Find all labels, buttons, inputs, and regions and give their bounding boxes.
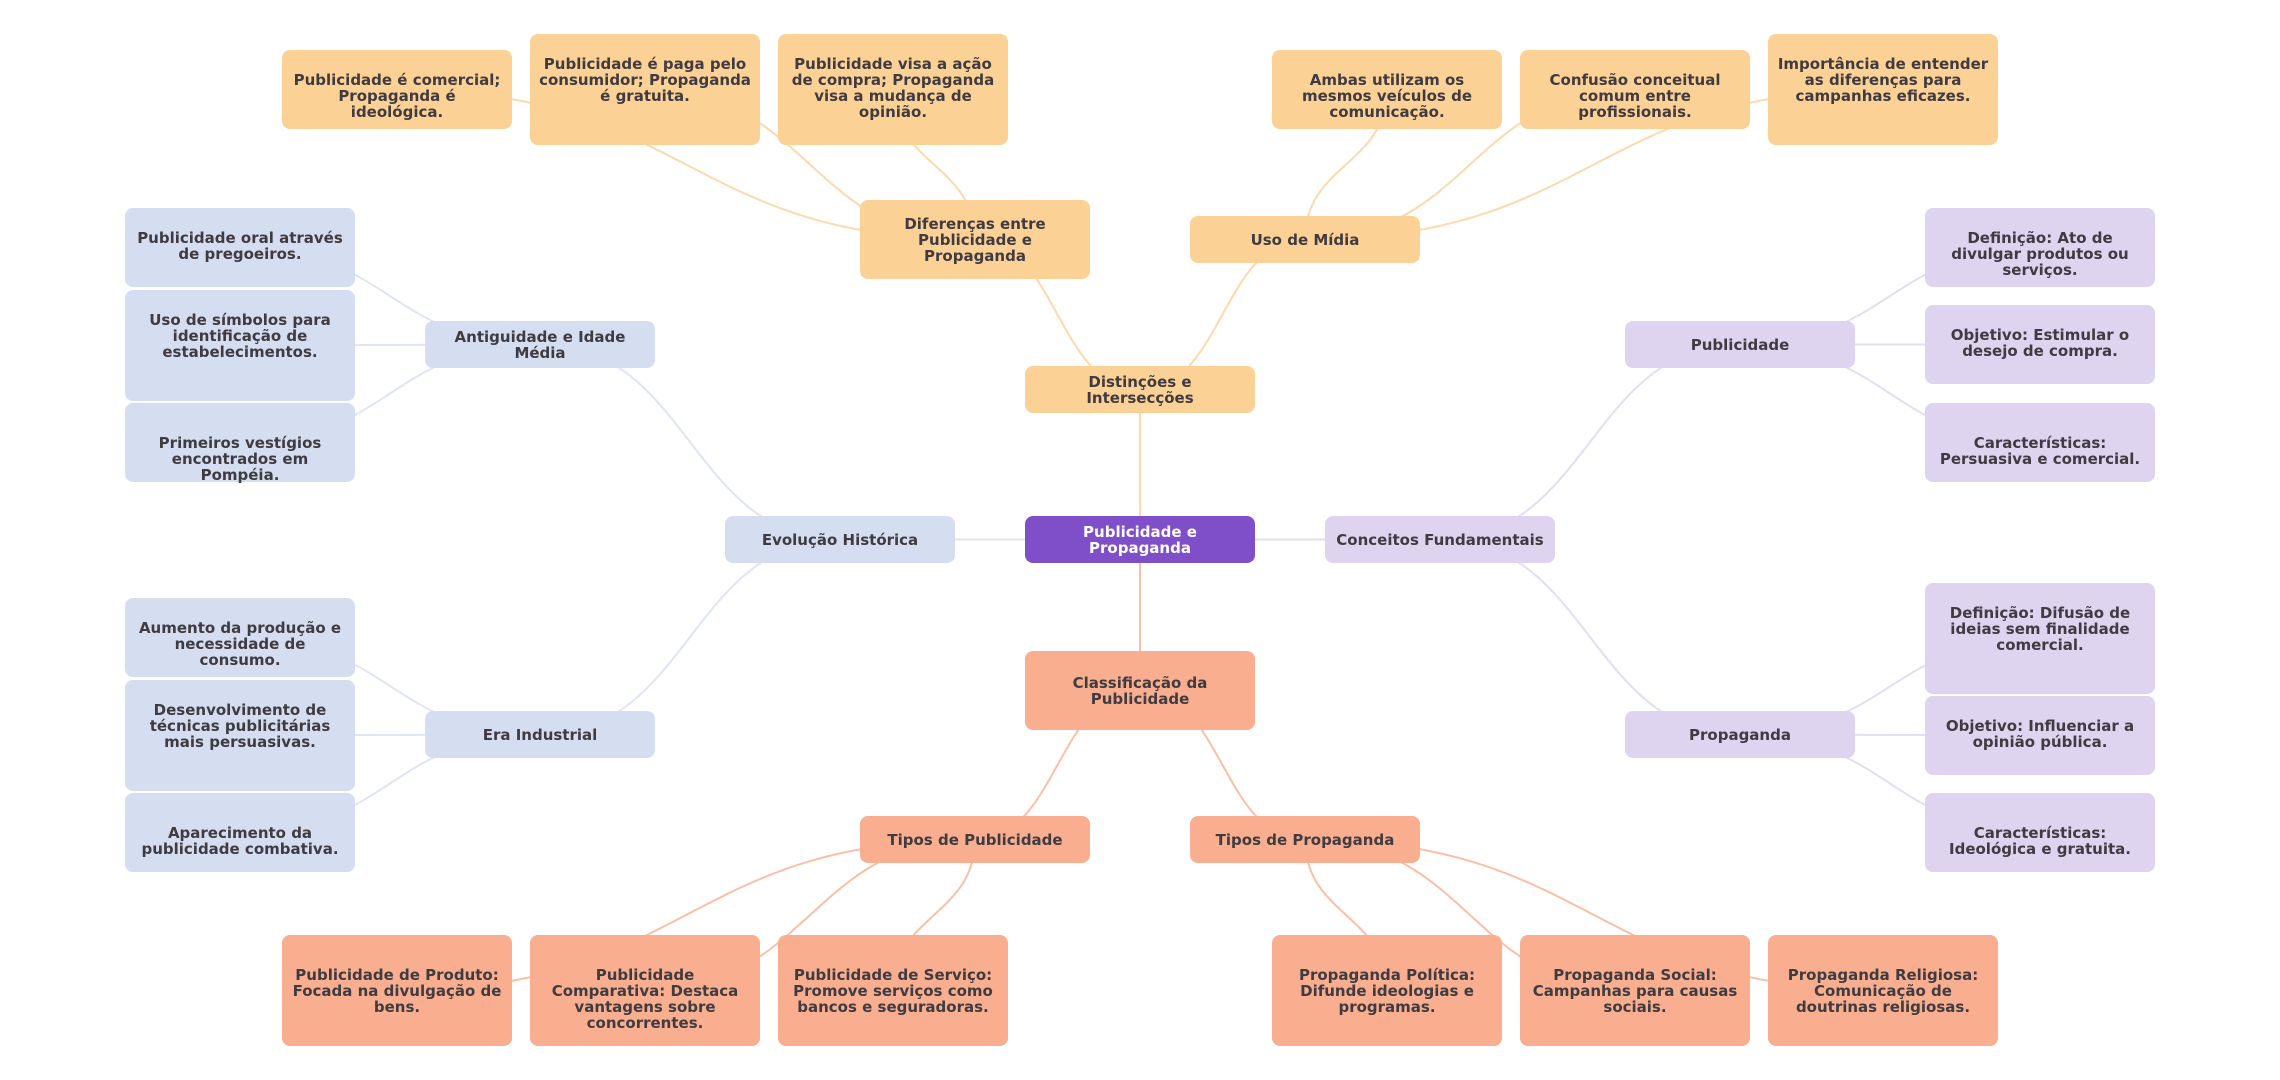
subtopic-node-publicidade[interactable]: Publicidade xyxy=(1625,321,1855,368)
leaf-label: Definição: Ato de divulgar produtos ou s… xyxy=(1951,229,2129,279)
connector-line xyxy=(1439,538,1741,736)
leaf-label: Aparecimento da publicidade combativa. xyxy=(141,824,339,858)
leaf-node[interactable]: Aumento da produção e necessidade de con… xyxy=(125,598,355,677)
leaf-label: Primeiros vestígios encontrados em Pompé… xyxy=(158,434,322,484)
subtopic-label: Antiguidade e Idade Média xyxy=(454,327,626,362)
leaf-label: Uso de símbolos para identificação de es… xyxy=(149,311,331,361)
subtopic-node-propaganda[interactable]: Propaganda xyxy=(1625,711,1855,758)
leaf-node[interactable]: Objetivo: Influenciar a opinião pública. xyxy=(1925,696,2155,775)
leaf-label: Objetivo: Influenciar a opinião pública. xyxy=(1945,717,2135,751)
leaf-label: Publicidade de Produto: Focada na divulg… xyxy=(292,966,502,1016)
subtopic-node-tipos-de-publicidade[interactable]: Tipos de Publicidade xyxy=(860,816,1090,863)
branch-node-classificacao[interactable]: Classificação da Publicidade xyxy=(1025,651,1255,730)
leaf-node[interactable]: Importância de entender as diferenças pa… xyxy=(1768,34,1998,145)
branch-label: Distinções e Intersecções xyxy=(1086,372,1194,407)
leaf-node[interactable]: Características: Ideológica e gratuita. xyxy=(1925,793,2155,872)
subtopic-label: Tipos de Propaganda xyxy=(1215,830,1395,849)
connector-line xyxy=(1439,343,1741,541)
branch-node-distincoes[interactable]: Distinções e Intersecções xyxy=(1025,366,1255,413)
leaf-node[interactable]: Ambas utilizam os mesmos veículos de com… xyxy=(1272,50,1502,129)
leaf-node[interactable]: Publicidade é paga pelo consumidor; Prop… xyxy=(530,34,760,145)
leaf-node[interactable]: Publicidade é comercial; Propaganda é id… xyxy=(282,50,512,129)
leaf-node[interactable]: Definição: Ato de divulgar produtos ou s… xyxy=(1925,208,2155,287)
root-node-label: Publicidade e Propaganda xyxy=(1083,522,1197,557)
leaf-label: Aumento da produção e necessidade de con… xyxy=(138,619,342,669)
leaf-label: Propaganda Social: Campanhas para causas… xyxy=(1532,966,1738,1016)
subtopic-label: Tipos de Publicidade xyxy=(887,830,1063,849)
leaf-label: Ambas utilizam os mesmos veículos de com… xyxy=(1302,71,1472,121)
subtopic-label: Era Industrial xyxy=(482,725,598,744)
leaf-node[interactable]: Confusão conceitual comum entre profissi… xyxy=(1520,50,1750,129)
leaf-node[interactable]: Propaganda Social: Campanhas para causas… xyxy=(1520,935,1750,1046)
leaf-label: Características: Ideológica e gratuita. xyxy=(1949,824,2131,858)
leaf-node[interactable]: Publicidade oral através de pregoeiros. xyxy=(125,208,355,287)
leaf-label: Confusão conceitual comum entre profissi… xyxy=(1549,71,1721,121)
subtopic-node-uso-de-midia[interactable]: Uso de Mídia xyxy=(1190,216,1420,263)
leaf-node[interactable]: Objetivo: Estimular o desejo de compra. xyxy=(1925,305,2155,384)
leaf-node[interactable]: Aparecimento da publicidade combativa. xyxy=(125,793,355,872)
leaf-label: Publicidade visa a ação de compra; Propa… xyxy=(791,55,995,121)
leaf-label: Propaganda Religiosa: Comunicação de dou… xyxy=(1787,966,1979,1016)
subtopic-node-era-industrial[interactable]: Era Industrial xyxy=(425,711,655,758)
leaf-label: Publicidade oral através de pregoeiros. xyxy=(137,229,343,263)
leaf-node[interactable]: Uso de símbolos para identificação de es… xyxy=(125,290,355,401)
leaf-label: Características: Persuasiva e comercial. xyxy=(1939,434,2141,468)
subtopic-label: Uso de Mídia xyxy=(1250,230,1360,249)
subtopic-label: Diferenças entre Publicidade e Propagand… xyxy=(904,214,1046,265)
subtopic-node-diferencas[interactable]: Diferenças entre Publicidade e Propagand… xyxy=(860,200,1090,279)
branch-node-evolucao[interactable]: Evolução Histórica xyxy=(725,516,955,563)
subtopic-label: Propaganda xyxy=(1689,725,1791,744)
leaf-label: Importância de entender as diferenças pa… xyxy=(1777,55,1989,105)
leaf-node[interactable]: Propaganda Religiosa: Comunicação de dou… xyxy=(1768,935,1998,1046)
leaf-label: Publicidade Comparativa: Destaca vantage… xyxy=(551,966,739,1032)
branch-label: Classificação da Publicidade xyxy=(1072,673,1208,708)
leaf-node[interactable]: Publicidade de Produto: Focada na divulg… xyxy=(282,935,512,1046)
leaf-node[interactable]: Publicidade de Serviço: Promove serviços… xyxy=(778,935,1008,1046)
connector-line xyxy=(539,538,841,736)
leaf-label: Objetivo: Estimular o desejo de compra. xyxy=(1950,326,2130,360)
subtopic-node-tipos-de-propaganda[interactable]: Tipos de Propaganda xyxy=(1190,816,1420,863)
root-node[interactable]: Publicidade e Propaganda xyxy=(1025,516,1255,563)
leaf-node[interactable]: Propaganda Política: Difunde ideologias … xyxy=(1272,935,1502,1046)
leaf-node[interactable]: Desenvolvimento de técnicas publicitária… xyxy=(125,680,355,791)
subtopic-label: Publicidade xyxy=(1690,335,1790,354)
leaf-label: Desenvolvimento de técnicas publicitária… xyxy=(149,701,331,751)
branch-label: Conceitos Fundamentais xyxy=(1336,530,1544,549)
leaf-node[interactable]: Definição: Difusão de ideias sem finalid… xyxy=(1925,583,2155,694)
leaf-node[interactable]: Publicidade visa a ação de compra; Propa… xyxy=(778,34,1008,145)
leaf-label: Publicidade de Serviço: Promove serviços… xyxy=(793,966,993,1016)
leaf-node[interactable]: Primeiros vestígios encontrados em Pompé… xyxy=(125,403,355,484)
subtopic-node-antiguidade[interactable]: Antiguidade e Idade Média xyxy=(425,321,655,368)
branch-node-conceitos[interactable]: Conceitos Fundamentais xyxy=(1325,516,1555,563)
leaf-node[interactable]: Características: Persuasiva e comercial. xyxy=(1925,403,2155,482)
branch-label: Evolução Histórica xyxy=(761,530,919,549)
leaf-label: Definição: Difusão de ideias sem finalid… xyxy=(1949,604,2131,654)
leaf-label: Publicidade é paga pelo consumidor; Prop… xyxy=(539,55,751,105)
leaf-node[interactable]: Publicidade Comparativa: Destaca vantage… xyxy=(530,935,760,1046)
leaf-label: Publicidade é comercial; Propaganda é id… xyxy=(293,71,501,121)
leaf-label: Propaganda Política: Difunde ideologias … xyxy=(1298,966,1476,1016)
connector-line xyxy=(539,343,841,541)
